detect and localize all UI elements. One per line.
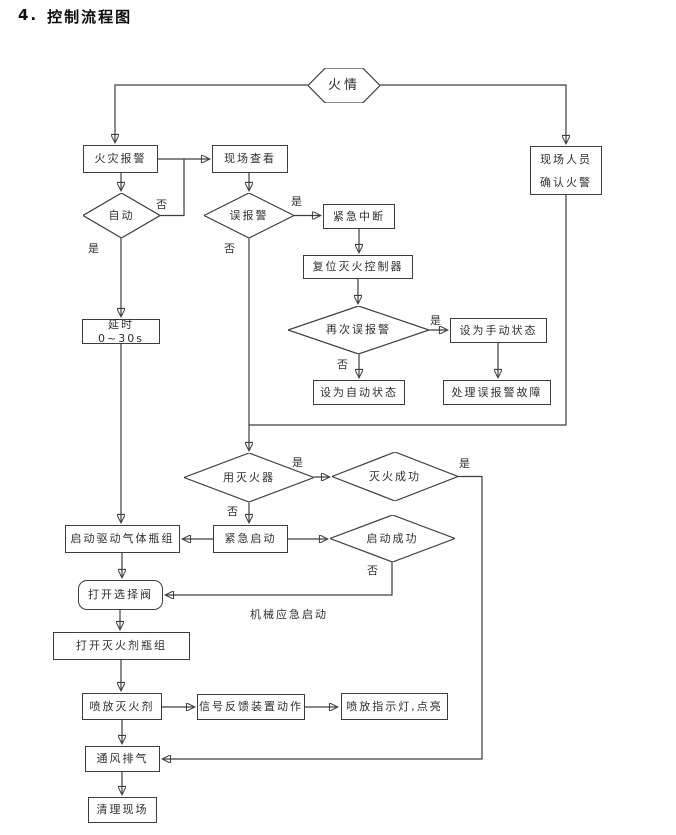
node-clean-site: 清理现场 — [88, 797, 157, 823]
node-handle-fault: 处理误报警故障 — [443, 380, 551, 405]
node-start-success-label: 启动成功 — [366, 531, 419, 545]
node-emergency-stop: 紧急中断 — [323, 204, 395, 229]
edge-fire-to-fire-alarm — [115, 84, 308, 142]
edge-label-mechanical-emergency-start: 机械应急启动 — [250, 608, 328, 621]
node-false-alarm-again-decision: 再次误报警 — [288, 306, 429, 354]
node-reset-controller: 复位灭火控制器 — [303, 255, 413, 279]
node-fire-label: 火情 — [327, 77, 360, 93]
node-personnel-confirm: 现场人员 确认火警 — [530, 146, 602, 195]
section-number: 4. — [18, 6, 39, 24]
section-title: 4. 控制流程图 — [18, 6, 132, 27]
edge-label-ext-success-yes: 是 — [459, 457, 471, 470]
node-ventilate: 通风排气 — [85, 746, 160, 772]
edge-label-start-success-no: 否 — [367, 564, 379, 577]
edge-label-use-ext-yes: 是 — [292, 456, 304, 469]
node-false-alarm-label: 误报警 — [229, 208, 269, 222]
node-fire: 火情 — [308, 68, 380, 103]
edge-auto-no-join — [160, 159, 185, 217]
node-spray-agent: 喷放灭火剂 — [82, 693, 162, 720]
node-start-success-decision: 启动成功 — [330, 515, 455, 562]
node-set-manual: 设为手动状态 — [450, 318, 547, 343]
node-set-auto: 设为自动状态 — [313, 380, 405, 405]
node-extinguish-success-decision: 灭火成功 — [332, 452, 458, 501]
edge-start-success-no-to-selector-valve — [166, 562, 393, 595]
node-spray-indicator: 喷放指示灯,点亮 — [341, 693, 448, 720]
node-auto-decision: 自动 — [83, 193, 160, 238]
edge-label-use-ext-no: 否 — [227, 505, 239, 518]
node-use-extinguisher-decision: 用灭火器 — [184, 453, 314, 502]
node-site-check: 现场查看 — [212, 145, 288, 173]
node-open-agent-cylinders: 打开灭火剂瓶组 — [53, 632, 190, 660]
section-title-text: 控制流程图 — [47, 8, 133, 26]
edge-label-false-alarm-yes: 是 — [291, 195, 303, 208]
node-extinguish-success-label: 灭火成功 — [369, 469, 421, 483]
node-false-alarm-decision: 误报警 — [204, 193, 294, 238]
node-fire-alarm: 火灾报警 — [83, 145, 158, 173]
node-start-gas-cylinders: 启动驱动气体瓶组 — [65, 525, 180, 553]
node-emergency-start: 紧急启动 — [213, 525, 288, 553]
edge-label-auto-no: 否 — [156, 198, 168, 211]
edge-ext-success-yes-to-ventilate — [163, 475, 483, 760]
node-delay: 延时 0~30s — [82, 318, 160, 345]
node-auto-label: 自动 — [108, 208, 135, 222]
edge-label-again-yes: 是 — [430, 314, 442, 327]
node-false-alarm-again-label: 再次误报警 — [326, 323, 391, 336]
edge-label-auto-yes: 是 — [88, 242, 100, 255]
edge-label-false-alarm-no: 否 — [224, 242, 236, 255]
node-open-selector-valve: 打开选择阀 — [78, 580, 163, 610]
node-signal-feedback: 信号反馈装置动作 — [197, 694, 305, 720]
node-use-extinguisher-label: 用灭火器 — [223, 470, 275, 484]
edge-fire-to-personnel-confirm — [380, 84, 566, 143]
edge-label-again-no: 否 — [337, 358, 349, 371]
edge-personnel-confirm-join — [249, 195, 567, 426]
